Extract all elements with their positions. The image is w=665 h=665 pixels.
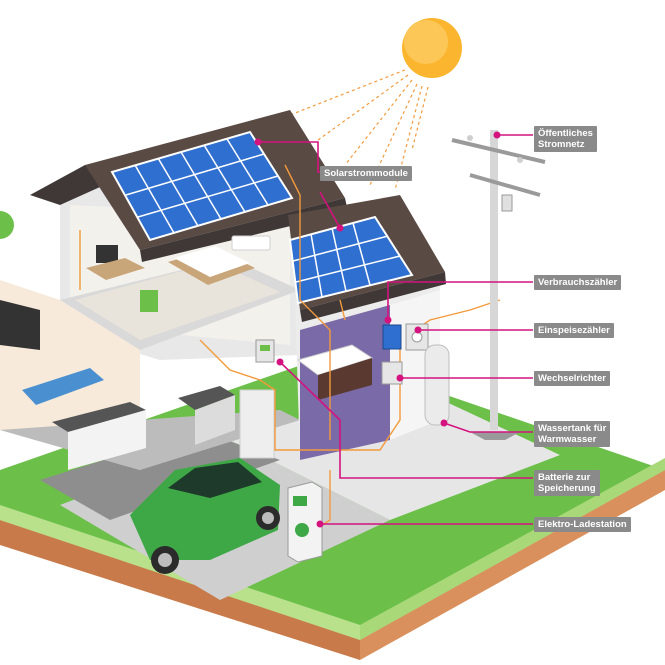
bathroom-sink [296,344,374,400]
tree-icon [0,211,14,239]
label-inverter: Wechselrichter [534,371,610,386]
label-water-tank: Wassertank für Warmwasser [534,421,611,447]
solar-panels-main [110,130,294,242]
tv [0,300,40,350]
callout-dots [254,131,501,528]
kitchen [52,386,275,470]
label-consumption-meter: Verbrauchszähler [534,275,622,290]
callout-lines [258,134,533,525]
label-ev-charger: Elektro-Ladestation [534,517,631,532]
air-conditioner [231,235,271,251]
consumption-meter-icon [382,324,402,350]
label-battery: Batterie zur Speicherung [534,470,600,496]
water-tank-icon [424,344,450,426]
electric-car-icon [130,458,280,574]
label-battery-text: Batterie zur Speicherung [538,472,596,494]
sofa [22,368,104,405]
label-public-grid: Öffentliches Stromnetz [534,126,597,152]
solar-panels-annex [288,215,414,305]
sun-rays [289,69,429,191]
label-water-tank-text: Wassertank für Warmwasser [538,423,607,445]
label-feed-in-meter: Einspeisezähler [534,323,614,338]
label-public-grid-text: Öffentliches Stromnetz [538,128,593,150]
ev-charger-icon [287,481,323,563]
label-solar-modules: Solarstrommodule [320,166,412,181]
chair [140,290,158,312]
sun-icon [402,18,462,78]
wall-battery-icon [255,339,275,363]
desk-computer [86,245,145,280]
bed [168,246,255,285]
utility-pole-icon [451,130,546,440]
